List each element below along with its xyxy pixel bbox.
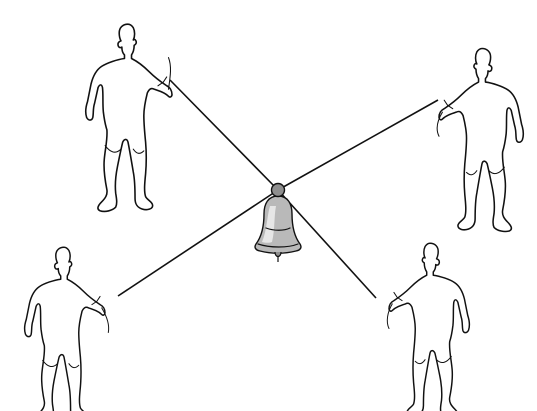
person-upper-right [437, 49, 523, 232]
bell-icon [255, 194, 301, 262]
rope-upper-left [170, 80, 278, 190]
person-lower-left [25, 247, 109, 411]
rope-upper-right [278, 100, 438, 190]
rope-knot [272, 184, 285, 197]
bell-clapper [275, 252, 281, 257]
person-upper-left [86, 24, 172, 211]
person-lower-right [387, 243, 469, 411]
